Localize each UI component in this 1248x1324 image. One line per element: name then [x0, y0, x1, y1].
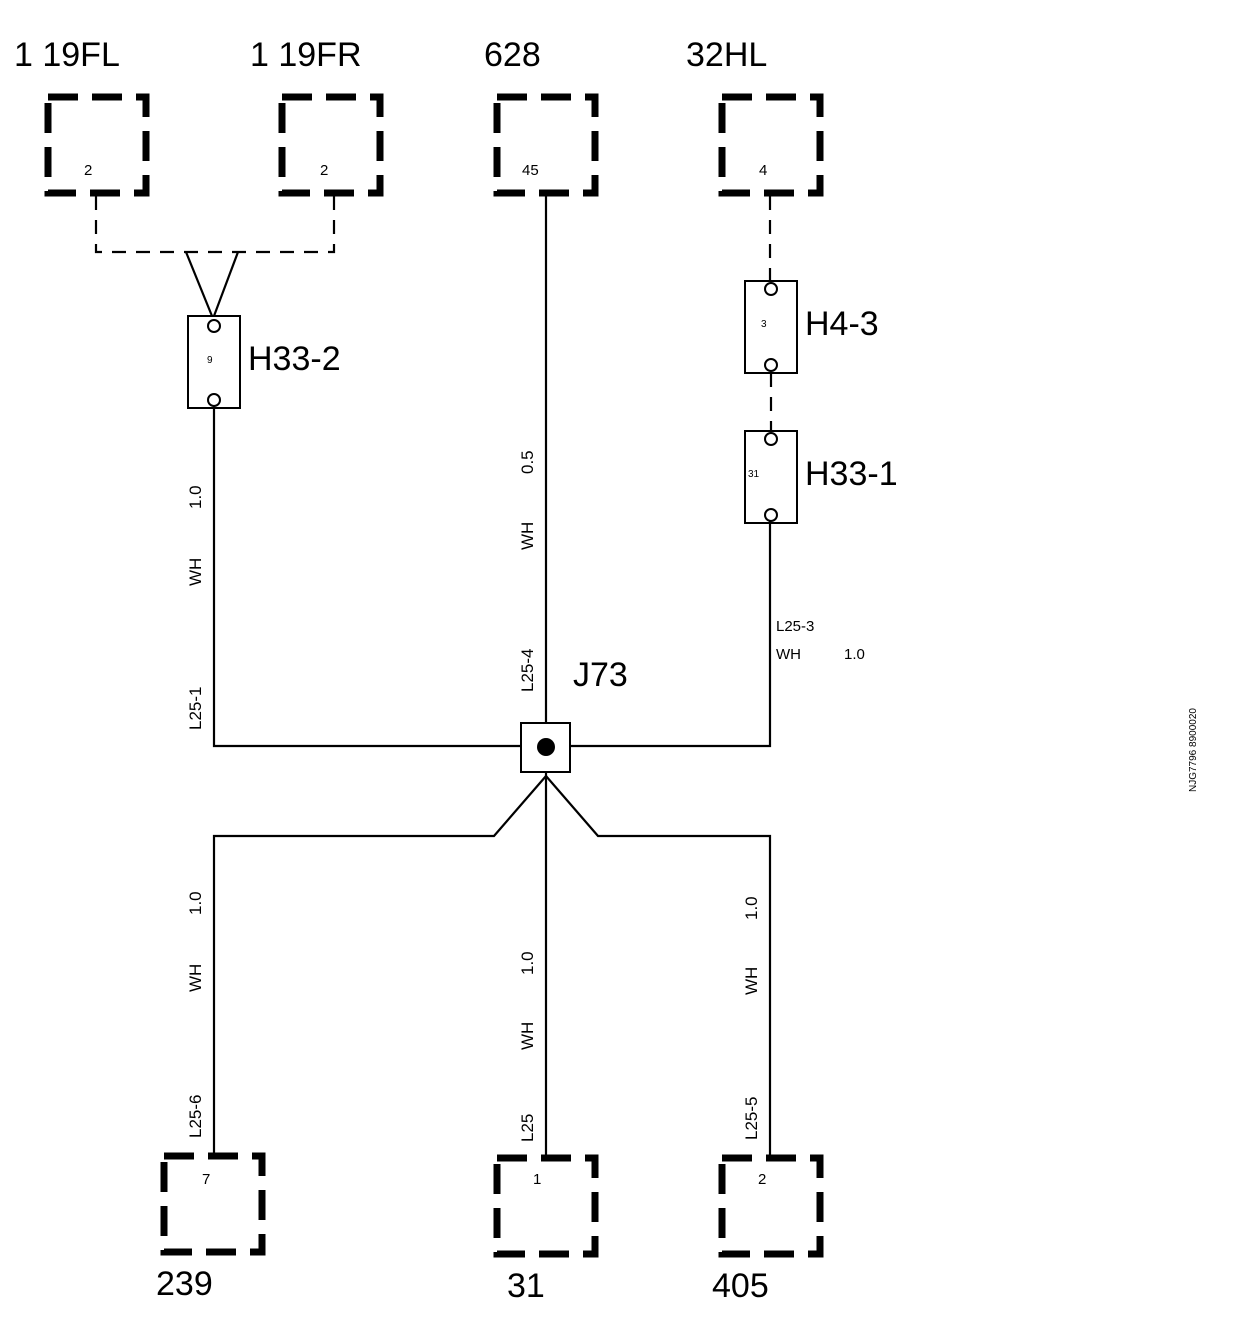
component-31: 1 31 — [493, 1154, 599, 1305]
wire-label-l25-6: 1.0 WH L25-6 — [186, 891, 205, 1138]
connector-h4-3: 3 H4-3 — [744, 280, 879, 374]
connector-h33-1-name: H33-1 — [805, 455, 898, 493]
wire-l25-5-color: WH — [742, 967, 761, 995]
wire-l25-1-size: 1.0 — [186, 485, 205, 509]
connector-h33-1: 31 H33-1 — [744, 430, 898, 524]
splice-j73: J73 — [520, 656, 628, 773]
wire-l25-5-size: 1.0 — [742, 896, 761, 920]
component-32hl-pin: 4 — [759, 162, 767, 179]
wire-label-l25-3: L25-3 WH 1.0 — [776, 618, 865, 663]
wire-l25-6-id: L25-6 — [186, 1095, 205, 1138]
connector-h33-2-pin: 9 — [207, 355, 213, 366]
connector-h4-3-pin: 3 — [761, 319, 767, 330]
wire-l25-4-id: L25-4 — [518, 649, 537, 692]
h33-2-dashed-harness — [94, 196, 336, 317]
component-628-name: 628 — [484, 36, 541, 74]
wire-l25-3-id: L25-3 — [776, 618, 814, 635]
wire-l25-1-id: L25-1 — [186, 687, 205, 730]
connector-h33-2-name: H33-2 — [248, 340, 341, 378]
wire-label-l25: 1.0 WH L25 — [518, 951, 537, 1142]
wire-label-l25-1: 1.0 WH L25-1 — [186, 485, 205, 730]
wire-l25-3-size: 1.0 — [844, 646, 865, 663]
wire-l25-3-color: WH — [776, 646, 801, 663]
wire-l25-1-color: WH — [186, 558, 205, 586]
component-31-name: 31 — [507, 1267, 545, 1305]
wire-l25-5-id: L25-5 — [742, 1097, 761, 1140]
connector-h33-2: 9 H33-2 — [187, 315, 341, 409]
component-628-pin: 45 — [522, 162, 539, 179]
component-239-name: 239 — [156, 1265, 213, 1303]
wire-l25-color: WH — [518, 1022, 537, 1050]
wire-l25-1 — [212, 406, 522, 748]
component-239: 7 239 — [156, 1152, 266, 1303]
wire-l25-6 — [212, 775, 547, 1156]
wire-l25-5 — [545, 775, 772, 1158]
component-239-pin: 7 — [202, 1171, 210, 1188]
wire-label-l25-4: 0.5 WH L25-4 — [518, 450, 537, 692]
component-405-name: 405 — [712, 1267, 769, 1305]
component-1-19fl: 1 19FL 2 — [14, 36, 150, 197]
component-31-pin: 1 — [533, 1171, 541, 1188]
component-405: 2 405 — [712, 1154, 824, 1305]
wire-l25-6-color: WH — [186, 964, 205, 992]
component-405-pin: 2 — [758, 1171, 766, 1188]
component-1-19fr-name: 1 19FR — [250, 36, 362, 74]
splice-j73-name: J73 — [573, 656, 628, 694]
wire-l25-4-size: 0.5 — [518, 450, 537, 474]
wire-l25-4-color: WH — [518, 522, 537, 550]
component-32hl: 32HL 4 — [686, 36, 824, 197]
component-1-19fr: 1 19FR 2 — [250, 36, 384, 197]
figure-id: NJG7796 8900020 — [1188, 708, 1199, 792]
component-1-19fl-name: 1 19FL — [14, 36, 120, 74]
component-1-19fl-pin: 2 — [84, 162, 92, 179]
wire-label-l25-5: 1.0 WH L25-5 — [742, 896, 761, 1140]
wire-l25-id: L25 — [518, 1114, 537, 1142]
connector-h4-3-name: H4-3 — [805, 305, 879, 343]
wire-l25-size: 1.0 — [518, 951, 537, 975]
wire-l25-6-size: 1.0 — [186, 891, 205, 915]
component-32hl-name: 32HL — [686, 36, 767, 74]
component-1-19fr-pin: 2 — [320, 162, 328, 179]
wire-l25-3 — [570, 521, 772, 748]
component-628: 628 45 — [484, 36, 599, 197]
connector-h33-1-pin: 31 — [748, 469, 760, 480]
